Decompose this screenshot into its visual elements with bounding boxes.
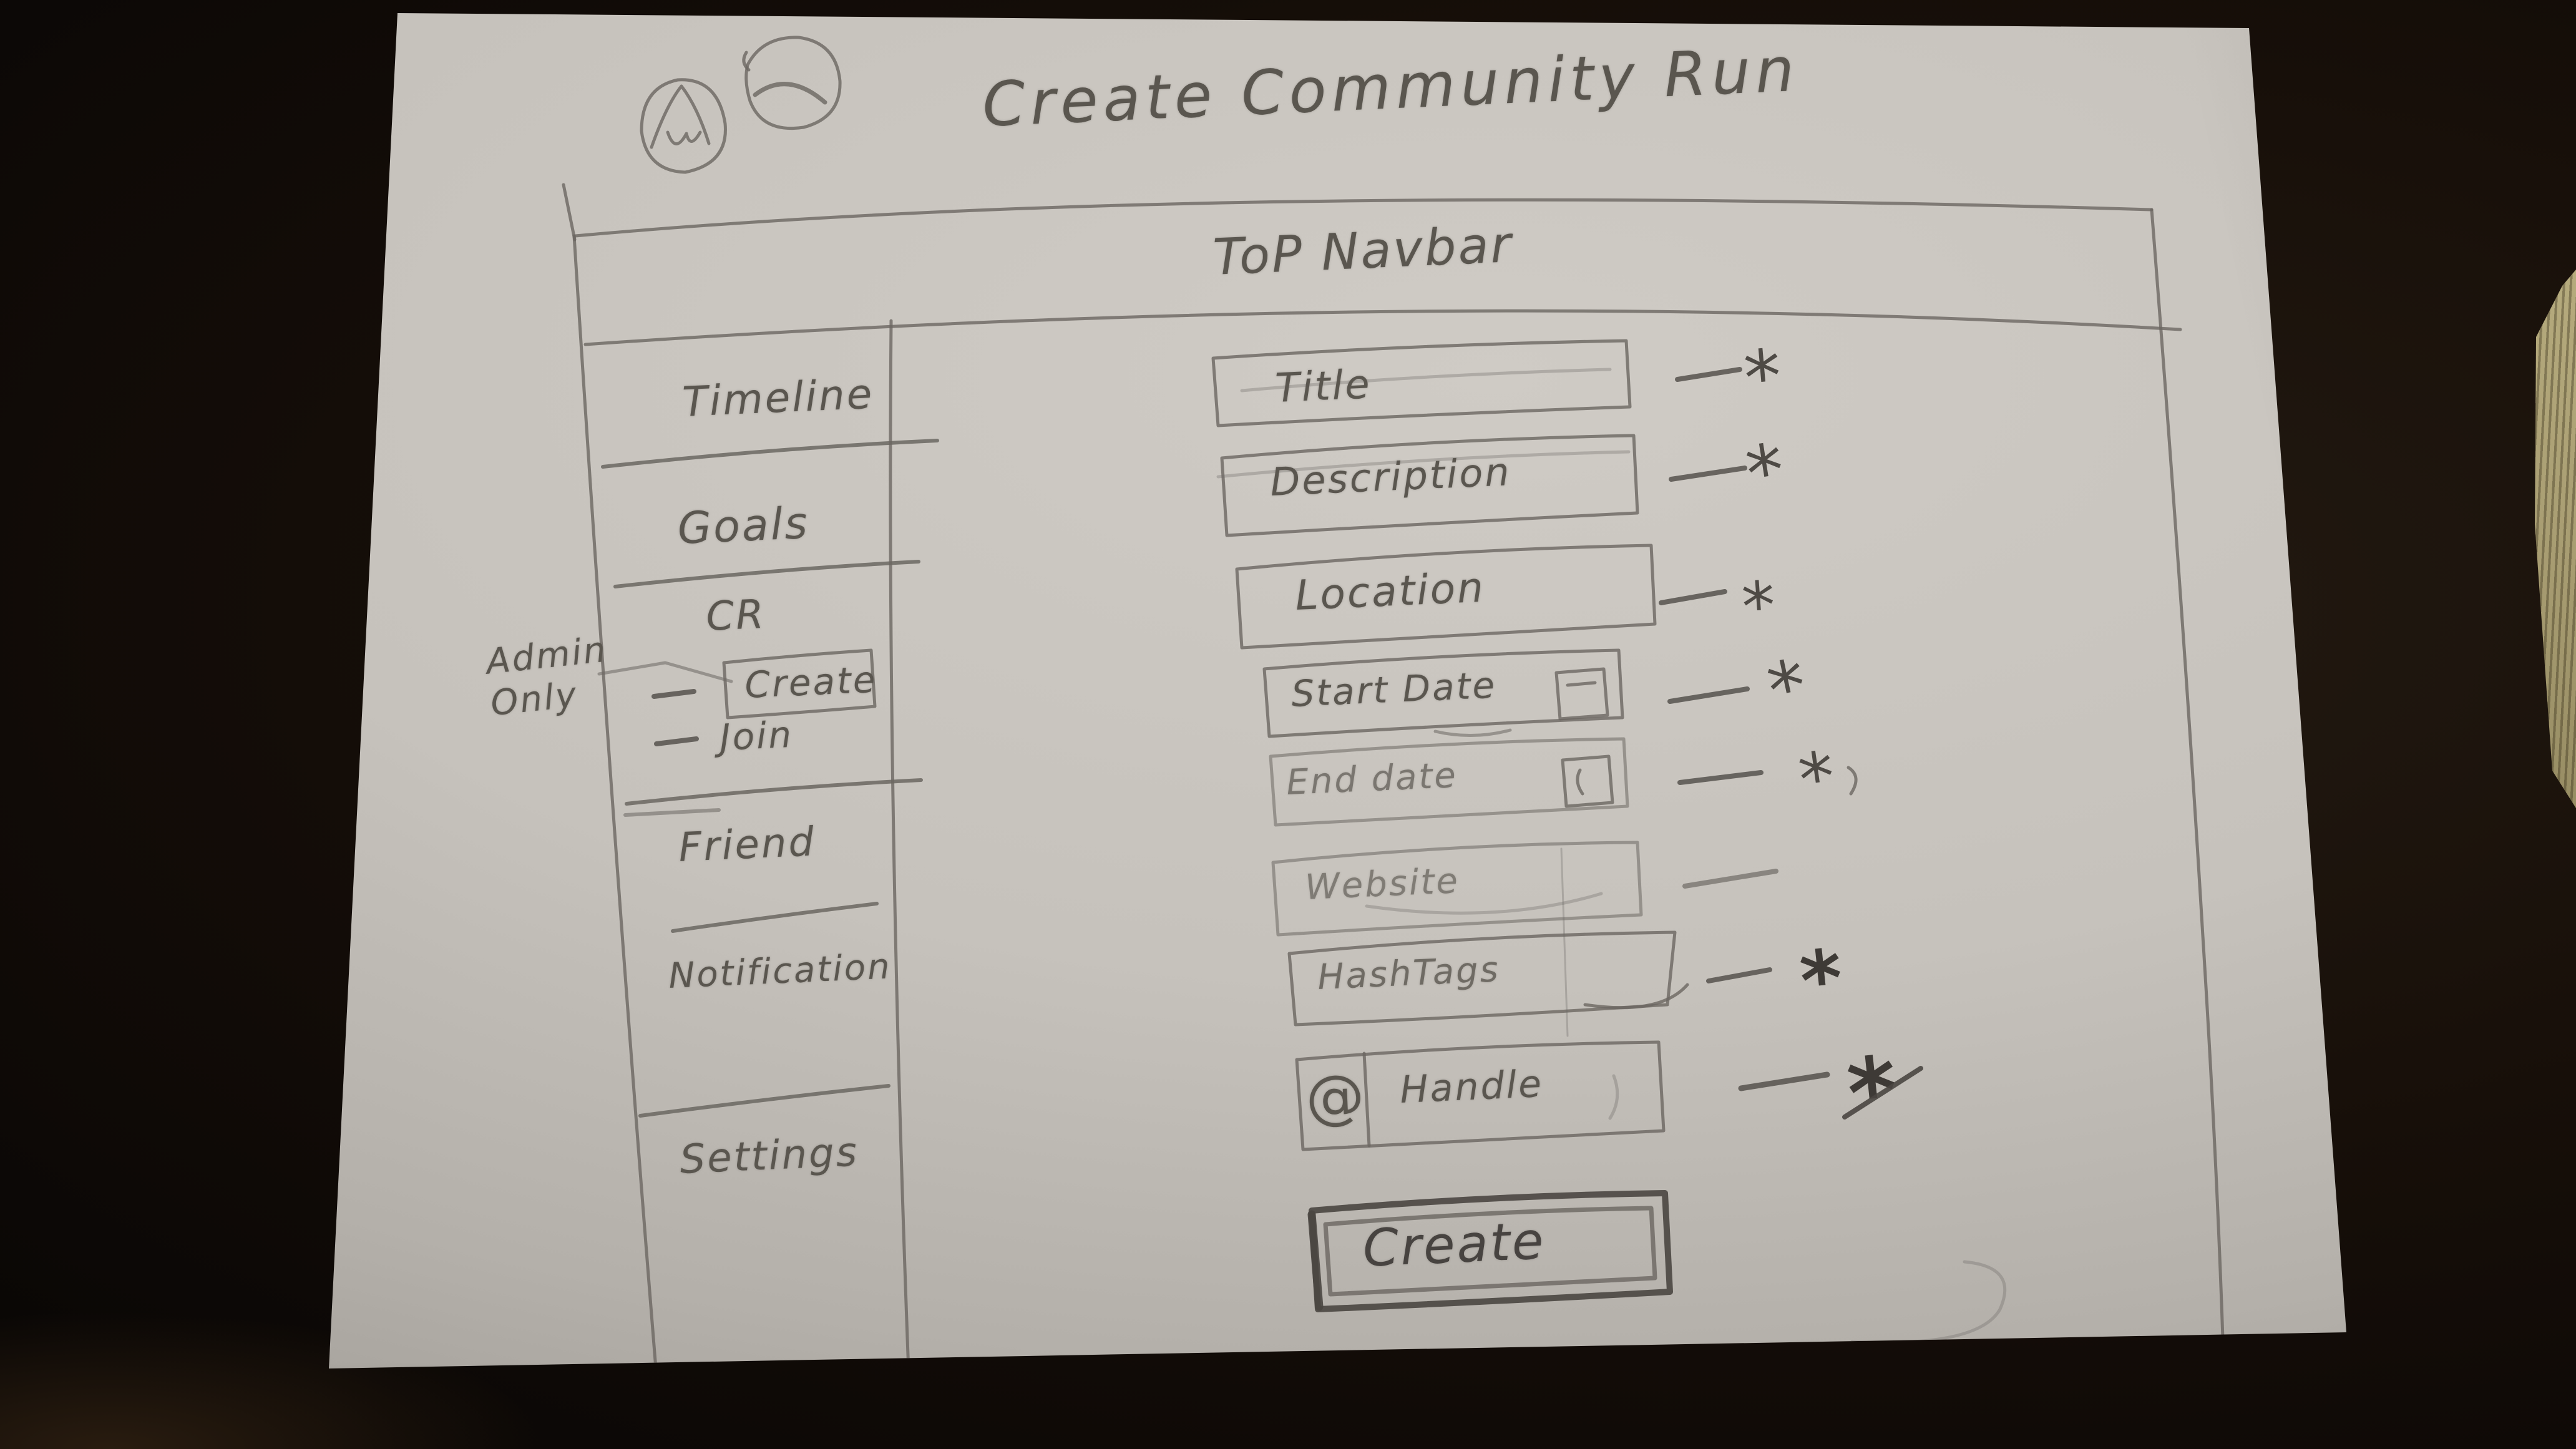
start-date-field-label: Start Date bbox=[1290, 663, 1498, 715]
handle-asterisk-cross-stroke bbox=[1842, 1066, 1923, 1120]
paper-crease bbox=[1560, 847, 1569, 1037]
start-date-field-box bbox=[1262, 648, 1624, 738]
doodle-swoosh-icon bbox=[753, 82, 827, 105]
website-field-label: Website bbox=[1304, 861, 1461, 908]
doodle-check-icon bbox=[666, 130, 702, 145]
sidebar-item-cr: CR bbox=[705, 591, 767, 640]
description-field-extra-stroke bbox=[1216, 450, 1631, 479]
start-date-calendar-icon bbox=[1554, 667, 1609, 721]
handle-box-inner-arc bbox=[1608, 1074, 1619, 1120]
handle-dash bbox=[1738, 1071, 1830, 1091]
doodle-blob-notch-icon bbox=[742, 51, 751, 72]
handle-field-box bbox=[1295, 1040, 1666, 1151]
required-dashes bbox=[1659, 367, 1830, 1091]
handle-required-asterisk: * bbox=[1843, 1036, 1903, 1149]
title-field-box bbox=[1211, 339, 1632, 427]
location-required-asterisk: * bbox=[1740, 567, 1778, 645]
website-field-box bbox=[1271, 841, 1643, 937]
create-button-inner-box bbox=[1323, 1206, 1657, 1297]
hashtags-field-label: HashTags bbox=[1317, 949, 1501, 998]
wireframe-frame bbox=[562, 183, 2225, 1368]
create-bullet-dash bbox=[651, 689, 696, 699]
sidebar-right-edge bbox=[889, 319, 912, 1368]
start-date-required-asterisk: * bbox=[1760, 642, 1814, 734]
required-asterisks: * * * * * * * bbox=[1740, 333, 1923, 1149]
website-dash bbox=[1682, 869, 1778, 889]
hashtags-required-asterisk: * bbox=[1796, 932, 1847, 1028]
create-button-outer-box bbox=[1309, 1190, 1673, 1312]
separator-line bbox=[671, 902, 879, 933]
handle-divider-line bbox=[1362, 1051, 1371, 1148]
create-submit-button-label: Create bbox=[1362, 1211, 1547, 1279]
navbar-bottom-line bbox=[583, 309, 2182, 346]
frame-corner-tick bbox=[562, 183, 577, 242]
website-inner-swoosh bbox=[1365, 892, 1603, 915]
title-dash bbox=[1675, 367, 1742, 382]
end-date-dash bbox=[1677, 770, 1764, 785]
end-date-field-label: End date bbox=[1286, 755, 1459, 803]
doodle-icons bbox=[640, 36, 842, 174]
start-date-dash bbox=[1667, 686, 1750, 704]
doodle-circle-icon bbox=[640, 78, 727, 174]
sidebar-item-cr-join: Join bbox=[719, 713, 794, 759]
doodle-blob-icon bbox=[744, 36, 842, 130]
location-field-box bbox=[1235, 544, 1657, 650]
description-dash bbox=[1669, 466, 1747, 482]
create-button-left-stroke bbox=[1307, 1210, 1324, 1311]
create-item-box bbox=[722, 648, 877, 720]
doodle-triangle-icon bbox=[650, 84, 711, 149]
frame-left-edge bbox=[572, 234, 658, 1368]
title-field-extra-stroke bbox=[1240, 368, 1612, 393]
sidebar-item-cr-create: Create bbox=[744, 658, 878, 706]
sidebar-item-friend: Friend bbox=[678, 819, 817, 871]
hashtags-field-box bbox=[1287, 930, 1677, 1027]
separator-line bbox=[601, 439, 939, 469]
cr-subsection bbox=[597, 648, 877, 746]
sidebar-item-settings: Settings bbox=[679, 1129, 860, 1183]
join-bullet-dash bbox=[654, 736, 699, 746]
admin-only-note: Admin Only bbox=[484, 629, 613, 725]
form-field-boxes bbox=[1211, 339, 1689, 1151]
hashtags-box-tail-stroke bbox=[1583, 983, 1689, 1010]
separator-line bbox=[625, 778, 923, 806]
title-field-label: Title bbox=[1274, 361, 1373, 412]
at-icon: @ bbox=[1304, 1061, 1368, 1133]
sidebar-separators bbox=[601, 439, 939, 1118]
end-date-required-asterisk: * bbox=[1794, 736, 1840, 822]
description-required-asterisk: * bbox=[1740, 427, 1790, 518]
frame-right-edge bbox=[2150, 208, 2225, 1340]
sidebar-item-goals: Goals bbox=[676, 497, 811, 554]
separator-line bbox=[613, 560, 920, 588]
separator-line-double bbox=[623, 808, 721, 817]
admin-only-connector-line bbox=[597, 661, 733, 683]
end-date-calendar-icon bbox=[1561, 754, 1614, 808]
title-required-asterisk: * bbox=[1741, 333, 1785, 422]
separator-line bbox=[638, 1084, 890, 1118]
navbar-top-line bbox=[573, 198, 2154, 238]
admin-note-line2: Only bbox=[489, 675, 580, 724]
location-field-label: Location bbox=[1294, 563, 1486, 620]
end-date-asterisk-hook-stroke bbox=[1847, 766, 1858, 796]
hashtags-dash bbox=[1706, 967, 1772, 983]
handle-field-label: Handle bbox=[1399, 1061, 1544, 1112]
sidebar-item-timeline: Timeline bbox=[681, 369, 875, 426]
description-field-box bbox=[1220, 434, 1639, 537]
start-date-underline-squiggle bbox=[1433, 728, 1512, 737]
stray-scribble bbox=[1850, 1260, 2007, 1344]
location-dash bbox=[1659, 589, 1727, 605]
end-date-field-box bbox=[1269, 737, 1629, 827]
